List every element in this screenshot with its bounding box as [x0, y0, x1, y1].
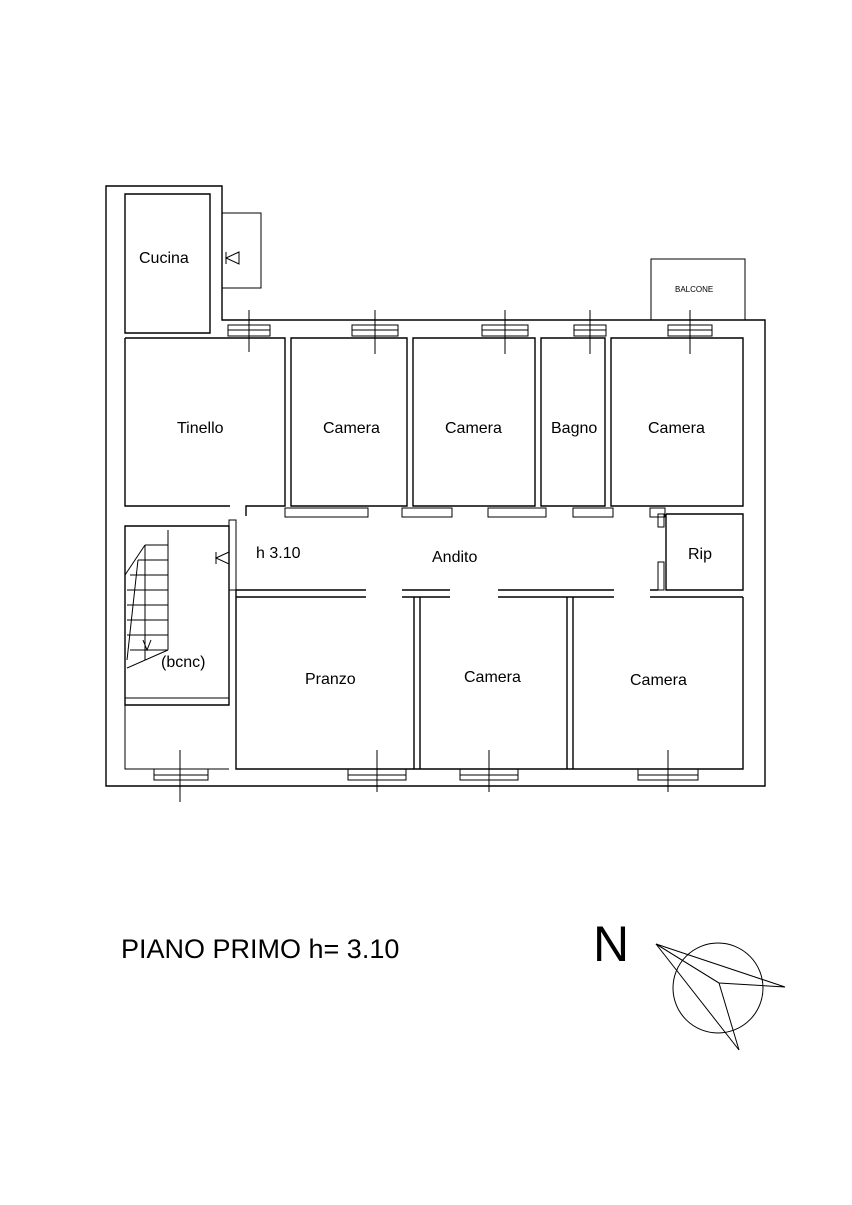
room-label-camera-3: Camera: [648, 420, 705, 437]
outer-walls: [105, 185, 766, 787]
height-note: h 3.10: [256, 545, 301, 562]
balcony-label: BALCONE: [675, 285, 713, 294]
room-label-camera-2: Camera: [445, 420, 502, 437]
windows-bottom: [153, 750, 699, 802]
flue-symbol: [214, 551, 230, 565]
balcony: [650, 258, 746, 321]
room-label-camera-5: Camera: [630, 672, 687, 689]
north-label: N: [593, 916, 629, 972]
floor-title: PIANO PRIMO h= 3.10: [121, 934, 399, 964]
room-label-andito: Andito: [432, 549, 477, 566]
room-label-pranzo: Pranzo: [305, 671, 356, 688]
room-label-rip: Rip: [688, 546, 712, 563]
room-label-bcnc: (bcnc): [161, 654, 205, 671]
room-label-cucina: Cucina: [139, 250, 189, 267]
kitchen-flue: [221, 212, 262, 289]
room-label-tinello: Tinello: [177, 420, 224, 437]
windows-top: [227, 310, 713, 354]
room-label-camera-4: Camera: [464, 669, 521, 686]
room-label-camera-1: Camera: [323, 420, 380, 437]
room-label-bagno: Bagno: [551, 420, 597, 437]
compass-icon: [655, 942, 786, 1051]
stairs: [124, 530, 169, 669]
